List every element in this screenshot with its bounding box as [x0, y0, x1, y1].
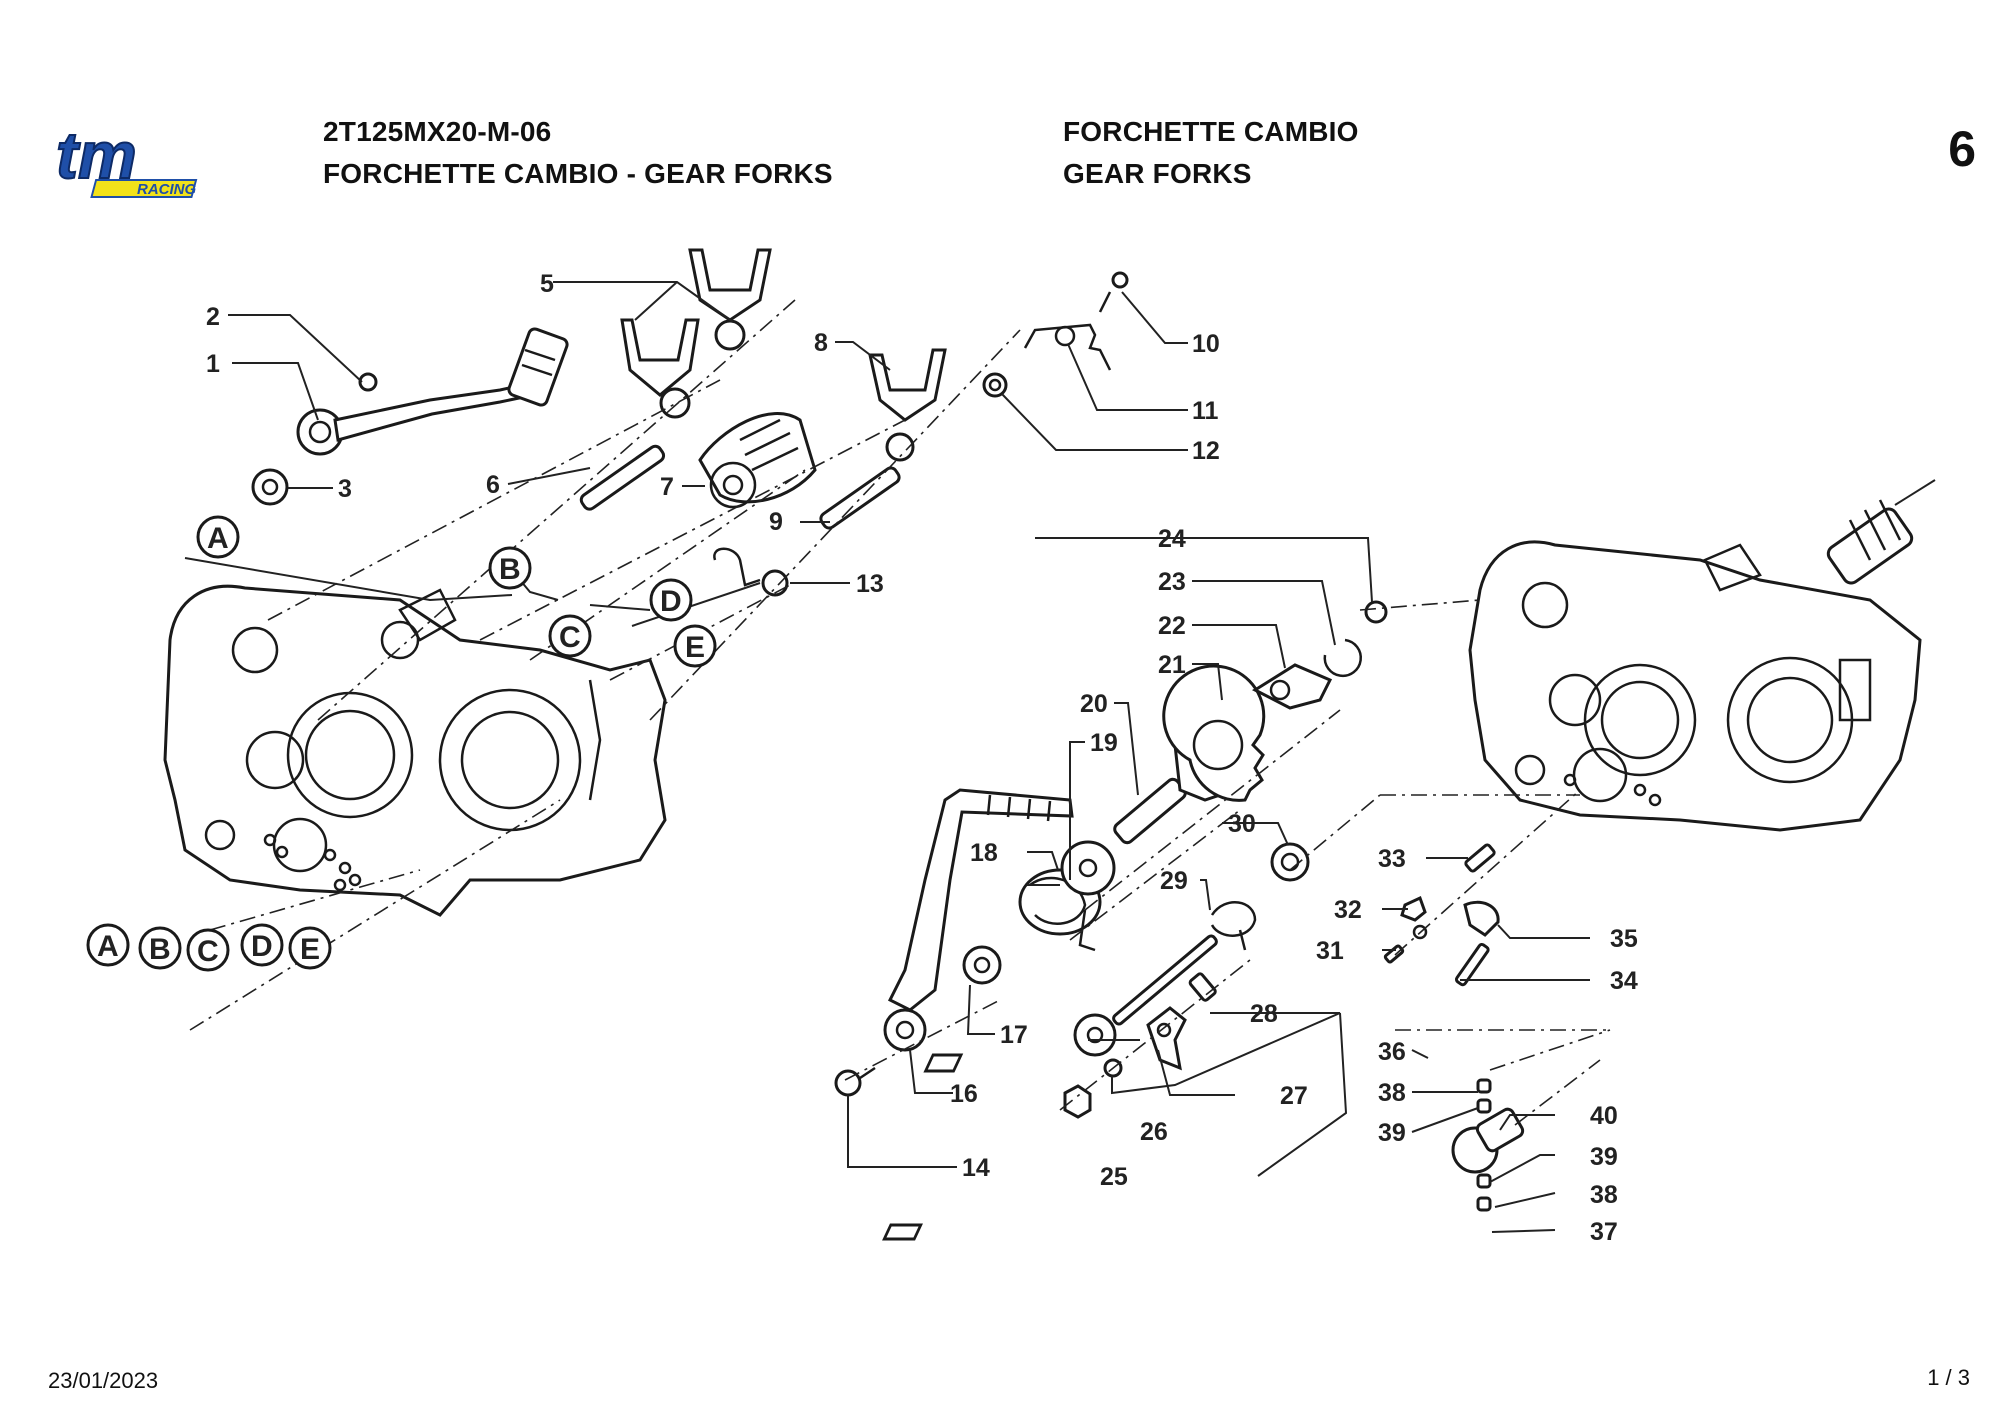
- marker-d-bottom: D: [240, 923, 284, 967]
- gear-forks: [579, 248, 1008, 530]
- callout-14: 14: [962, 1154, 990, 1182]
- svg-text:C: C: [559, 621, 581, 654]
- marker-c-top: C: [548, 614, 592, 658]
- clip-13: [713, 547, 789, 597]
- leader-lines: [184, 281, 1590, 1233]
- svg-text:A: A: [97, 930, 119, 963]
- marker-b-top: B: [488, 546, 532, 590]
- callout-20: 20: [1080, 690, 1108, 718]
- callout-numbers: 1 2 3 5 6 7 8 9 10 11 12 13 14 16 17 18 …: [206, 270, 1638, 1246]
- marker-b-bottom: B: [138, 926, 182, 970]
- page-number: 6: [1948, 121, 1976, 177]
- letter-markers: A B C D E A B C D E: [86, 515, 717, 972]
- model-code: 2T125MX20-M-06: [323, 116, 552, 147]
- marker-c-bottom: C: [186, 928, 230, 972]
- callout-31: 31: [1316, 937, 1344, 965]
- spring-and-screw: [1023, 271, 1129, 371]
- page-subtitle: FORCHETTE CAMBIO - GEAR FORKS: [323, 158, 833, 189]
- callout-40: 40: [1590, 1102, 1618, 1130]
- svg-text:D: D: [251, 930, 273, 963]
- callout-36: 36: [1378, 1038, 1406, 1066]
- gear-change-lever: [251, 327, 569, 506]
- title-italian: FORCHETTE CAMBIO: [1063, 116, 1359, 147]
- callout-33: 33: [1378, 845, 1406, 873]
- left-crankcase: [163, 584, 667, 917]
- callout-8: 8: [814, 329, 828, 357]
- marker-d-top: D: [649, 578, 693, 622]
- callout-35: 35: [1610, 925, 1638, 953]
- callout-13: 13: [856, 570, 884, 598]
- marker-e-bottom: E: [288, 926, 332, 970]
- callout-34: 34: [1610, 967, 1638, 995]
- callout-39-upper: 39: [1378, 1119, 1406, 1147]
- callout-12: 12: [1192, 437, 1220, 465]
- callout-32: 32: [1334, 896, 1362, 924]
- callout-3: 3: [338, 475, 352, 503]
- callout-1: 1: [206, 350, 220, 378]
- logo-text: tm: [56, 128, 137, 192]
- marker-a-top: A: [196, 515, 240, 559]
- callout-27: 27: [1280, 1082, 1308, 1110]
- callout-18: 18: [970, 839, 998, 867]
- svg-text:A: A: [207, 522, 229, 555]
- print-date: 23/01/2023: [48, 1368, 159, 1393]
- title-english: GEAR FORKS: [1063, 158, 1252, 189]
- shift-drum-right: [1826, 479, 1936, 585]
- callout-24: 24: [1158, 525, 1186, 553]
- callout-5: 5: [540, 270, 554, 298]
- marker-e-top: E: [673, 624, 717, 668]
- svg-text:C: C: [197, 935, 219, 968]
- callout-17: 17: [1000, 1021, 1028, 1049]
- marker-a-bottom: A: [86, 923, 130, 967]
- callout-38-upper: 38: [1378, 1079, 1406, 1107]
- svg-text:D: D: [660, 585, 682, 618]
- callout-26: 26: [1140, 1118, 1168, 1146]
- callout-28: 28: [1250, 1000, 1278, 1028]
- callout-38-lower: 38: [1590, 1181, 1618, 1209]
- callout-16: 16: [950, 1080, 978, 1108]
- callout-37: 37: [1590, 1218, 1618, 1246]
- callout-23: 23: [1158, 568, 1186, 596]
- selector-detent-parts: [882, 843, 1525, 1241]
- brand-logo: tm RACING: [52, 117, 222, 200]
- callout-25: 25: [1100, 1163, 1128, 1191]
- callout-30: 30: [1228, 810, 1256, 838]
- kick-start-group: [834, 600, 1388, 1119]
- svg-text:E: E: [685, 631, 705, 664]
- svg-text:B: B: [499, 553, 521, 586]
- callout-22: 22: [1158, 612, 1186, 640]
- logo-subtext: RACING: [137, 181, 196, 198]
- page-count: 1 / 3: [1927, 1365, 1970, 1390]
- callout-19: 19: [1090, 729, 1118, 757]
- svg-text:E: E: [300, 933, 320, 966]
- callout-2: 2: [206, 303, 220, 331]
- callout-11: 11: [1192, 397, 1219, 425]
- callout-10: 10: [1192, 330, 1220, 358]
- callout-39-lower: 39: [1590, 1143, 1618, 1171]
- callout-21: 21: [1158, 651, 1186, 679]
- assembly-lines: [189, 299, 1611, 1126]
- callout-7: 7: [660, 473, 674, 501]
- svg-text:B: B: [149, 933, 171, 966]
- callout-29: 29: [1160, 867, 1188, 895]
- callout-6: 6: [486, 471, 500, 499]
- right-crankcase: [1468, 540, 1922, 832]
- callout-9: 9: [769, 508, 783, 536]
